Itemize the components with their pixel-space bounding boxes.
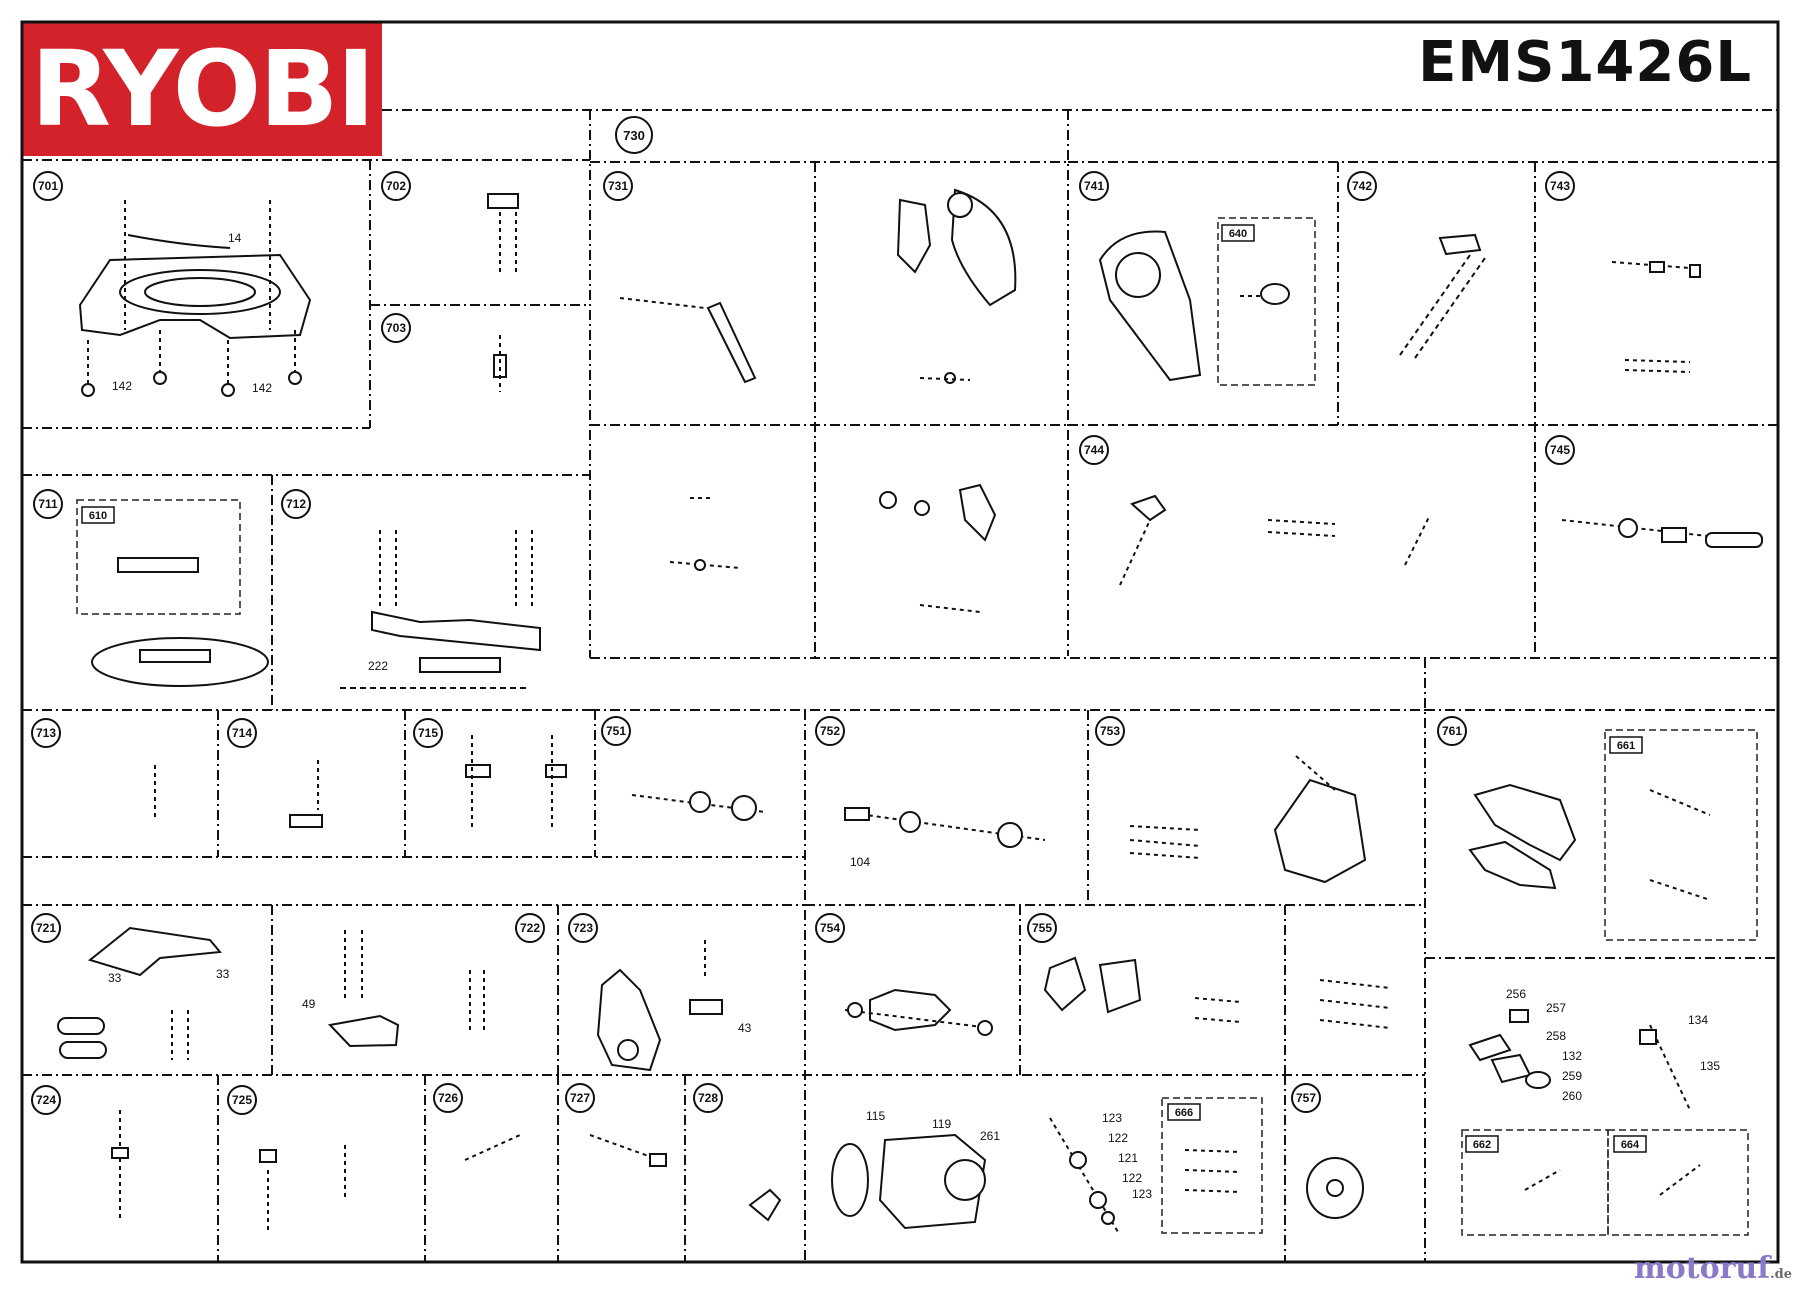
section-744: 744	[1084, 443, 1104, 457]
callout-134: 134	[1688, 1013, 1708, 1027]
panel-grid	[22, 109, 1778, 1262]
subassembly-tags: 610 640 661 662 664 666	[81, 224, 1647, 1153]
section-741: 741	[1084, 179, 1104, 193]
callout-142-right: 142	[252, 381, 272, 395]
section-722: 722	[520, 921, 540, 935]
subassembly-662: 662	[1473, 1139, 1491, 1151]
watermark: motoruf.de	[1634, 1251, 1792, 1286]
section-701: 701	[38, 179, 58, 193]
frame	[20, 20, 1780, 1264]
callout-142-left: 142	[112, 379, 132, 393]
section-753: 753	[1100, 724, 1120, 738]
section-745: 745	[1550, 443, 1570, 457]
section-730: 730	[623, 128, 645, 143]
callout-14: 14	[228, 231, 242, 245]
callout-257: 257	[1546, 1001, 1566, 1015]
section-761: 761	[1442, 724, 1462, 738]
section-labels: 701 702 703 711 712 713 714 715 721 722 …	[36, 128, 1570, 1107]
callout-122-bottom: 122	[1122, 1171, 1142, 1185]
section-725: 725	[232, 1093, 252, 1107]
subassembly-640: 640	[1229, 228, 1247, 240]
section-731: 731	[608, 179, 628, 193]
watermark-tld: .de	[1770, 1267, 1792, 1282]
callout-labels: 14 142 142 222 33 33 49 43 104 115 119 2…	[108, 231, 1720, 1201]
section-727: 727	[570, 1091, 590, 1105]
callout-104: 104	[850, 855, 870, 869]
callout-123-bottom: 123	[1132, 1187, 1152, 1201]
callout-123-top: 123	[1102, 1111, 1122, 1125]
section-752: 752	[820, 724, 840, 738]
callout-43: 43	[738, 1021, 752, 1035]
miter-base-drawing	[78, 200, 312, 397]
section-751: 751	[606, 724, 626, 738]
callout-259: 259	[1562, 1069, 1582, 1083]
subassembly-666: 666	[1175, 1107, 1193, 1119]
brand-wordmark: RYOBI	[30, 28, 375, 150]
callout-135: 135	[1700, 1059, 1720, 1073]
section-714: 714	[232, 726, 252, 740]
section-755: 755	[1032, 921, 1052, 935]
callout-222: 222	[368, 659, 388, 673]
section-703: 703	[386, 321, 406, 335]
subassembly-661: 661	[1617, 740, 1635, 752]
callout-49: 49	[302, 997, 316, 1011]
subassembly-boxes	[76, 217, 1758, 1236]
section-712: 712	[286, 497, 306, 511]
section-721: 721	[36, 921, 56, 935]
callout-256: 256	[1506, 987, 1526, 1001]
section-728: 728	[698, 1091, 718, 1105]
callout-119: 119	[932, 1117, 951, 1131]
watermark-name: motoruf	[1633, 1251, 1771, 1286]
section-754: 754	[820, 921, 840, 935]
section-713: 713	[36, 726, 56, 740]
ryobi-logo: RYOBI	[22, 22, 382, 156]
section-715: 715	[418, 726, 438, 740]
section-726: 726	[438, 1091, 458, 1105]
callout-258: 258	[1546, 1029, 1566, 1043]
section-757: 757	[1296, 1091, 1316, 1105]
model-number: EMS1426L	[1418, 30, 1752, 95]
callout-33-right: 33	[216, 967, 230, 981]
callout-260: 260	[1562, 1089, 1582, 1103]
section-723: 723	[573, 921, 593, 935]
section-743: 743	[1550, 179, 1570, 193]
section-742: 742	[1352, 179, 1372, 193]
section-702: 702	[386, 179, 406, 193]
subassembly-610: 610	[89, 510, 107, 522]
callout-121: 121	[1118, 1151, 1138, 1165]
subassembly-664: 664	[1621, 1139, 1640, 1151]
callout-132: 132	[1562, 1049, 1582, 1063]
callout-115: 115	[866, 1109, 885, 1123]
callout-261: 261	[980, 1129, 1000, 1143]
callout-33-left: 33	[108, 971, 122, 985]
section-711: 711	[38, 497, 58, 511]
callout-122-top: 122	[1108, 1131, 1128, 1145]
part-drawings	[57, 188, 1763, 1233]
section-724: 724	[36, 1093, 56, 1107]
section-markers	[31, 116, 1575, 1115]
